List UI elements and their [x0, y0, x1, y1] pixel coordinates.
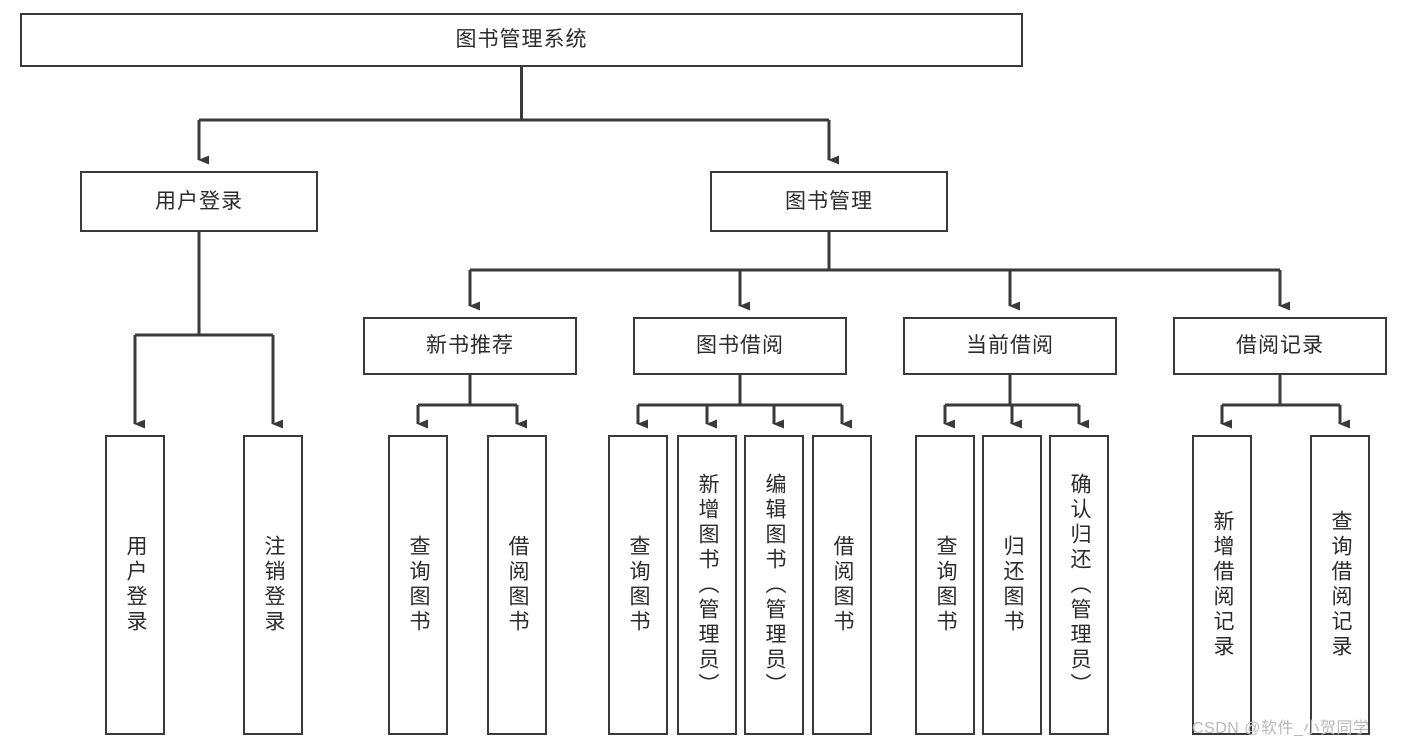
leaf-query-record-label: 查询借阅记录 [1329, 510, 1353, 660]
node-new-book-recommend[interactable]: 新书推荐 [363, 317, 577, 375]
leaf-return-book[interactable]: 归还图书 [982, 435, 1042, 735]
leaf-user-login[interactable]: 用户登录 [105, 435, 165, 735]
leaf-logout[interactable]: 注销登录 [243, 435, 303, 735]
node-book-borrow[interactable]: 图书借阅 [633, 317, 847, 375]
leaf-borrow-book-1-label: 借阅图书 [506, 535, 530, 635]
node-book-manage-label: 图书管理 [785, 189, 873, 213]
leaf-return-book-label: 归还图书 [1001, 535, 1025, 635]
node-new-book-recommend-label: 新书推荐 [426, 334, 514, 358]
node-current-borrow[interactable]: 当前借阅 [903, 317, 1117, 375]
node-root-label: 图书管理系统 [455, 28, 588, 52]
edges-bookborrow-to-leaves [636, 375, 852, 429]
leaf-borrow-book-2[interactable]: 借阅图书 [812, 435, 872, 735]
leaf-borrow-book-1[interactable]: 借阅图书 [487, 435, 547, 735]
leaf-query-book-1[interactable]: 查询图书 [388, 435, 448, 735]
node-borrow-record[interactable]: 借阅记录 [1173, 317, 1387, 375]
leaf-user-login-label: 用户登录 [124, 535, 148, 635]
node-user-login[interactable]: 用户登录 [80, 171, 318, 232]
leaf-logout-label: 注销登录 [262, 535, 286, 635]
node-book-manage[interactable]: 图书管理 [710, 171, 948, 232]
edges-recommend-to-leaves [416, 375, 527, 429]
leaf-query-book-3[interactable]: 查询图书 [915, 435, 975, 735]
leaf-add-book-label: 新增图书（管理员） [696, 472, 720, 698]
leaf-borrow-book-2-label: 借阅图书 [831, 535, 855, 635]
node-root[interactable]: 图书管理系统 [20, 13, 1023, 67]
leaf-edit-book-label: 编辑图书（管理员） [763, 472, 787, 698]
node-book-borrow-label: 图书借阅 [696, 334, 784, 358]
leaf-query-book-2-label: 查询图书 [627, 535, 651, 635]
edges-userlogin-to-leaves [133, 232, 283, 429]
node-borrow-record-label: 借阅记录 [1236, 334, 1324, 358]
leaf-add-record-label: 新增借阅记录 [1211, 510, 1235, 660]
leaf-edit-book[interactable]: 编辑图书（管理员） [744, 435, 804, 735]
edges-bookmanage-to-level3 [468, 232, 1290, 311]
edges-borrowrecord-to-leaves [1220, 375, 1350, 429]
leaf-query-book-2[interactable]: 查询图书 [608, 435, 668, 735]
leaf-add-book[interactable]: 新增图书（管理员） [677, 435, 737, 735]
edges-currentborrow-to-leaves [943, 375, 1089, 429]
leaf-confirm-return[interactable]: 确认归还（管理员） [1049, 435, 1109, 735]
node-user-login-label: 用户登录 [155, 189, 243, 213]
leaf-add-record[interactable]: 新增借阅记录 [1192, 435, 1252, 735]
edges-root-to-level2 [197, 67, 839, 165]
csdn-watermark: CSDN @软件_小贺同学 [1192, 720, 1370, 737]
leaf-confirm-return-label: 确认归还（管理员） [1068, 472, 1092, 698]
leaf-query-book-1-label: 查询图书 [407, 535, 431, 635]
leaf-query-book-3-label: 查询图书 [934, 535, 958, 635]
leaf-query-record[interactable]: 查询借阅记录 [1310, 435, 1370, 735]
node-current-borrow-label: 当前借阅 [966, 334, 1054, 358]
